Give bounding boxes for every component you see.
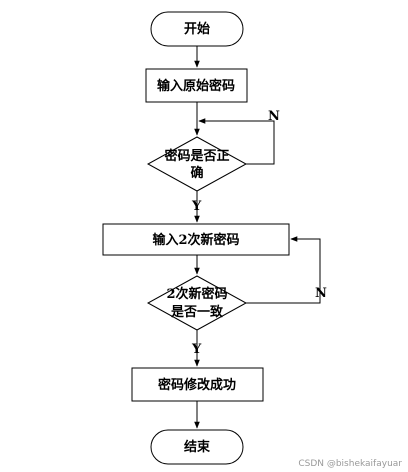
check-new-label-line2: 是否一致 [170, 304, 224, 320]
check-original-label-line1: 密码是否正 [163, 148, 229, 164]
check-original-decision: 密码是否正 确 [146, 136, 248, 192]
watermark: CSDN @bishekaifayuar [298, 459, 402, 469]
check-original-label-line2: 确 [190, 165, 203, 181]
check-original-yes-label: Y [191, 199, 202, 214]
end-label: 结束 [184, 439, 211, 455]
edge-check-original-no-loop [198, 118, 275, 165]
change-success-label: 密码修改成功 [157, 377, 236, 393]
input-new-password-box: 输入2次新密码 [102, 223, 290, 256]
input-original-password-box: 输入原始密码 [145, 68, 248, 103]
check-new-label-line1: 2次新密码 [166, 286, 227, 302]
edge-check-new-no-loop [246, 236, 321, 304]
input-original-password-label: 输入原始密码 [157, 78, 235, 94]
input-new-password-label: 输入2次新密码 [152, 232, 239, 248]
change-success-box: 密码修改成功 [131, 367, 264, 402]
start-label: 开始 [184, 21, 210, 37]
check-new-decision: 2次新密码 是否一致 [146, 275, 248, 331]
check-original-no-label: N [268, 109, 280, 124]
check-new-yes-label: Y [191, 342, 202, 357]
check-new-no-label: N [315, 286, 327, 301]
start-terminator: 开始 [150, 11, 244, 47]
end-terminator: 结束 [150, 429, 244, 465]
